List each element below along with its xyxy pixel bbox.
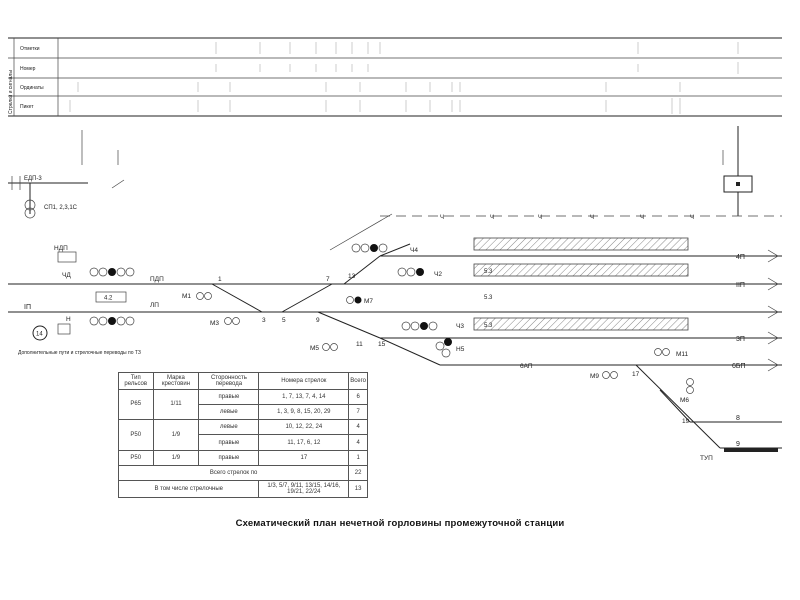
- legend-header: Номера стрелок: [258, 372, 350, 390]
- signal-label: М3: [210, 320, 219, 327]
- legend-cell: 11, 17, 6, 12: [258, 434, 350, 451]
- header-row-label: Пикет: [20, 104, 34, 110]
- track-label: 4П: [736, 254, 745, 261]
- signal-label: М6: [680, 397, 689, 404]
- platforms: [473, 237, 689, 331]
- legend-cell: Р50: [118, 419, 154, 451]
- legend-cell: правые: [198, 449, 260, 467]
- track-usable-length: 5.3: [484, 323, 493, 329]
- legend-cell: 10, 12, 22, 24: [258, 419, 350, 436]
- switch-number: 13: [348, 273, 356, 280]
- switch-number: 17: [632, 371, 640, 378]
- track-label: 3П: [736, 336, 745, 343]
- legend-header: Тип рельсов: [118, 372, 154, 390]
- signal-label: М11: [676, 351, 689, 358]
- signals: [32, 243, 694, 394]
- legend-cell: 1/9: [152, 419, 200, 451]
- signal-label: ЛП: [150, 302, 159, 309]
- legend-cell: 1, 3, 9, 8, 15, 20, 29: [258, 403, 350, 421]
- legend-cell: правые: [198, 434, 260, 451]
- header-table: Стрелки и сигналы Отметки Номер Ординаты…: [8, 37, 782, 117]
- legend-cell: 1: [348, 449, 368, 467]
- legend-cell: Р50: [118, 449, 154, 467]
- legend-cell: 1/3, 5/7, 9/11, 13/15, 14/16, 19/21, 22/…: [258, 480, 350, 498]
- legend-cell: 1/11: [152, 388, 200, 421]
- legend-cell: правые: [198, 388, 260, 405]
- header-group-label: Стрелки и сигналы: [8, 70, 14, 114]
- track-label: IП: [24, 304, 31, 311]
- signal-label: Ч3: [456, 323, 464, 330]
- switch-number: 11: [356, 341, 363, 348]
- svg-text:Ч: Ч: [538, 215, 542, 221]
- legend-cell: 17: [258, 449, 350, 467]
- legend-cell: 4: [348, 419, 368, 436]
- legend-cell: 13: [348, 480, 368, 498]
- legend-cell: 6: [348, 388, 368, 405]
- legend-cell: 7: [348, 403, 368, 421]
- signal-label: ЧД: [62, 272, 71, 279]
- header-row-label: Ординаты: [20, 85, 44, 91]
- signal-label: М7: [364, 298, 373, 305]
- legend-total-label: В том числе стрелочные: [117, 480, 260, 498]
- signal-label: НДП: [54, 245, 68, 252]
- track-label: IIП: [736, 282, 745, 289]
- legend-header: Сторонность перевода: [198, 372, 260, 390]
- header-row-label: Отметки: [20, 46, 40, 52]
- tracks: [8, 243, 782, 452]
- switch-numbers: 1 3 5 7 9 11 13 15 17 19: [218, 273, 690, 425]
- track-usable-length: 5.3: [484, 269, 493, 275]
- svg-text:Ч: Ч: [490, 215, 494, 221]
- track-label: 6БП: [732, 363, 746, 370]
- legend-cell: Р65: [118, 388, 154, 421]
- legend-cell: 4: [348, 434, 368, 451]
- approach-section: ЕДП-3 СП1, 2,3,1С: [8, 130, 125, 219]
- track-usable-length: 4.2: [104, 296, 113, 302]
- switch-number: 15: [378, 341, 386, 348]
- legend-cell: 1, 7, 13, 7, 4, 14: [258, 388, 350, 405]
- signal-label: Н5: [456, 346, 465, 353]
- legend-total-label: Всего стрелок по: [117, 465, 350, 482]
- note-text: Дополнительные пути и стрелочные перевод…: [18, 350, 141, 356]
- legend-header: Всего: [348, 372, 368, 390]
- switch-number: 9: [316, 317, 320, 324]
- svg-text:Ч: Ч: [440, 215, 444, 221]
- legend-cell: левые: [198, 419, 260, 436]
- legend-cell: левые: [198, 403, 260, 421]
- marker-number: 14: [36, 332, 43, 338]
- header-row-label: Номер: [20, 66, 36, 72]
- signal-label: Ч4: [410, 247, 418, 254]
- track-label: 9: [736, 441, 740, 448]
- signal-label: Ч2: [434, 271, 442, 278]
- signal-label: Н: [66, 316, 71, 323]
- legend-header: Марка крестовин: [152, 372, 200, 390]
- switch-number: 5: [282, 317, 286, 324]
- left-gap-label: ЕДП-3: [24, 176, 42, 182]
- signal-label: М5: [310, 345, 319, 352]
- transformer-icon: [24, 199, 36, 211]
- signal-label: 6АП: [520, 363, 533, 370]
- track-label: 8: [736, 415, 740, 422]
- svg-text:Ч: Ч: [590, 215, 594, 221]
- legend-cell: 22: [348, 465, 368, 482]
- legend-cell: 1/9: [152, 449, 200, 467]
- track-usable-length: 5.3: [484, 295, 493, 301]
- switch-legend-table: Тип рельсов Марка крестовин Сторонность …: [117, 372, 368, 498]
- svg-text:Ч: Ч: [640, 215, 644, 221]
- signal-label: ПДП: [150, 276, 164, 283]
- signal-label: М9: [590, 373, 599, 380]
- svg-text:Ч: Ч: [690, 215, 694, 221]
- signal-label: ТУП: [700, 455, 713, 462]
- switch-number: 1: [218, 276, 222, 283]
- diagram-caption: Схематический план нечетной горловины пр…: [235, 518, 565, 529]
- sp-label: СП1, 2,3,1С: [44, 205, 78, 211]
- switch-number: 3: [262, 317, 266, 324]
- switch-number: 7: [326, 276, 330, 283]
- signal-label: М1: [182, 293, 191, 300]
- switch-number: 19: [682, 418, 690, 425]
